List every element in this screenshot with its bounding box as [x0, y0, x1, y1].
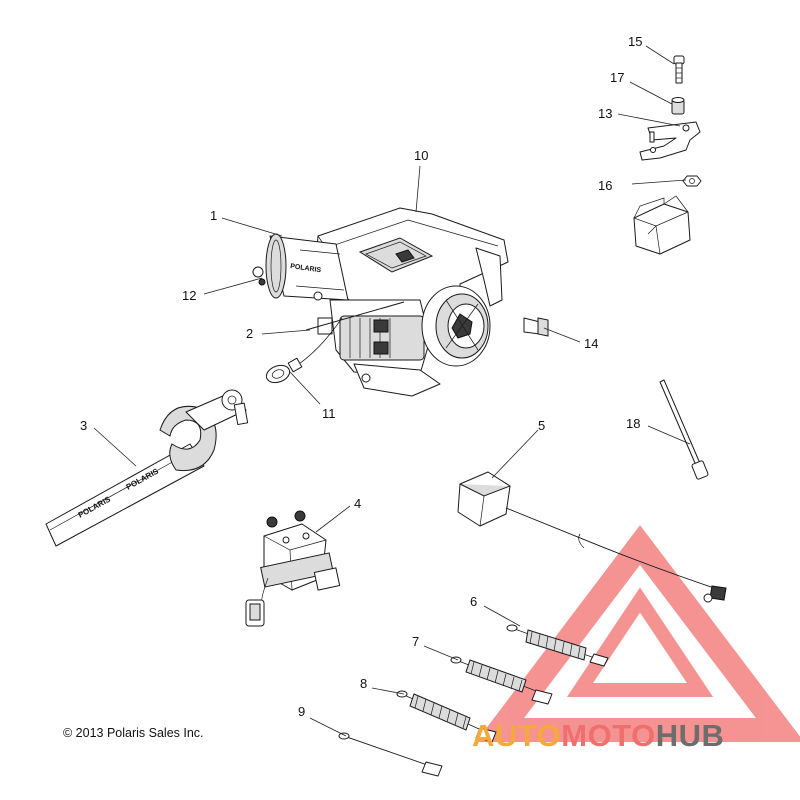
- part-cable-6: [506, 624, 609, 667]
- callout-2: 2: [246, 326, 253, 341]
- motor-brand-text: POLARIS: [290, 263, 322, 274]
- part-bolt-15: [673, 55, 685, 84]
- callout-14: 14: [584, 336, 598, 351]
- callout-18: 18: [626, 416, 640, 431]
- callout-8: 8: [360, 676, 367, 691]
- watermark-text: AUTOMOTOHUB: [472, 718, 724, 754]
- part-winch-assembly: POLARIS: [252, 207, 549, 397]
- watermark-logo: [475, 525, 800, 742]
- callout-6: 6: [470, 594, 477, 609]
- callout-3: 3: [80, 418, 87, 433]
- part-strap-hook-3: POLARIS POLARIS: [45, 389, 249, 547]
- watermark-auto: AUTO: [472, 718, 562, 753]
- part-bracket-13: [639, 121, 701, 161]
- callout-16: 16: [598, 178, 612, 193]
- part-control-switch-5: [457, 471, 727, 603]
- callout-13: 13: [598, 106, 612, 121]
- callout-9: 9: [298, 704, 305, 719]
- callout-11: 11: [322, 406, 336, 421]
- callout-5: 5: [538, 418, 545, 433]
- part-nut-16: [682, 175, 702, 187]
- part-box: [633, 195, 691, 255]
- part-cable-8: [396, 690, 497, 743]
- watermark-moto: MOTO: [561, 718, 656, 753]
- callout-labels: 1 2 3 4 5 6 7 8 9 10 11 12 13 14 15 16 1…: [80, 34, 642, 719]
- part-cable-7: [450, 656, 553, 705]
- callout-12: 12: [182, 288, 196, 303]
- callout-1: 1: [210, 208, 217, 223]
- watermark-hub: HUB: [655, 718, 725, 753]
- callout-4: 4: [354, 496, 361, 511]
- part-rod-18: [659, 379, 709, 480]
- callout-7: 7: [412, 634, 419, 649]
- callout-10: 10: [414, 148, 428, 163]
- leader-lines: [93, 45, 691, 737]
- part-contactor-4: [245, 510, 341, 627]
- part-spacer-17: [671, 97, 685, 115]
- part-cable-9: [338, 732, 443, 777]
- callout-17: 17: [610, 70, 624, 85]
- copyright-text: © 2013 Polaris Sales Inc.: [63, 726, 204, 740]
- callout-15: 15: [628, 34, 642, 49]
